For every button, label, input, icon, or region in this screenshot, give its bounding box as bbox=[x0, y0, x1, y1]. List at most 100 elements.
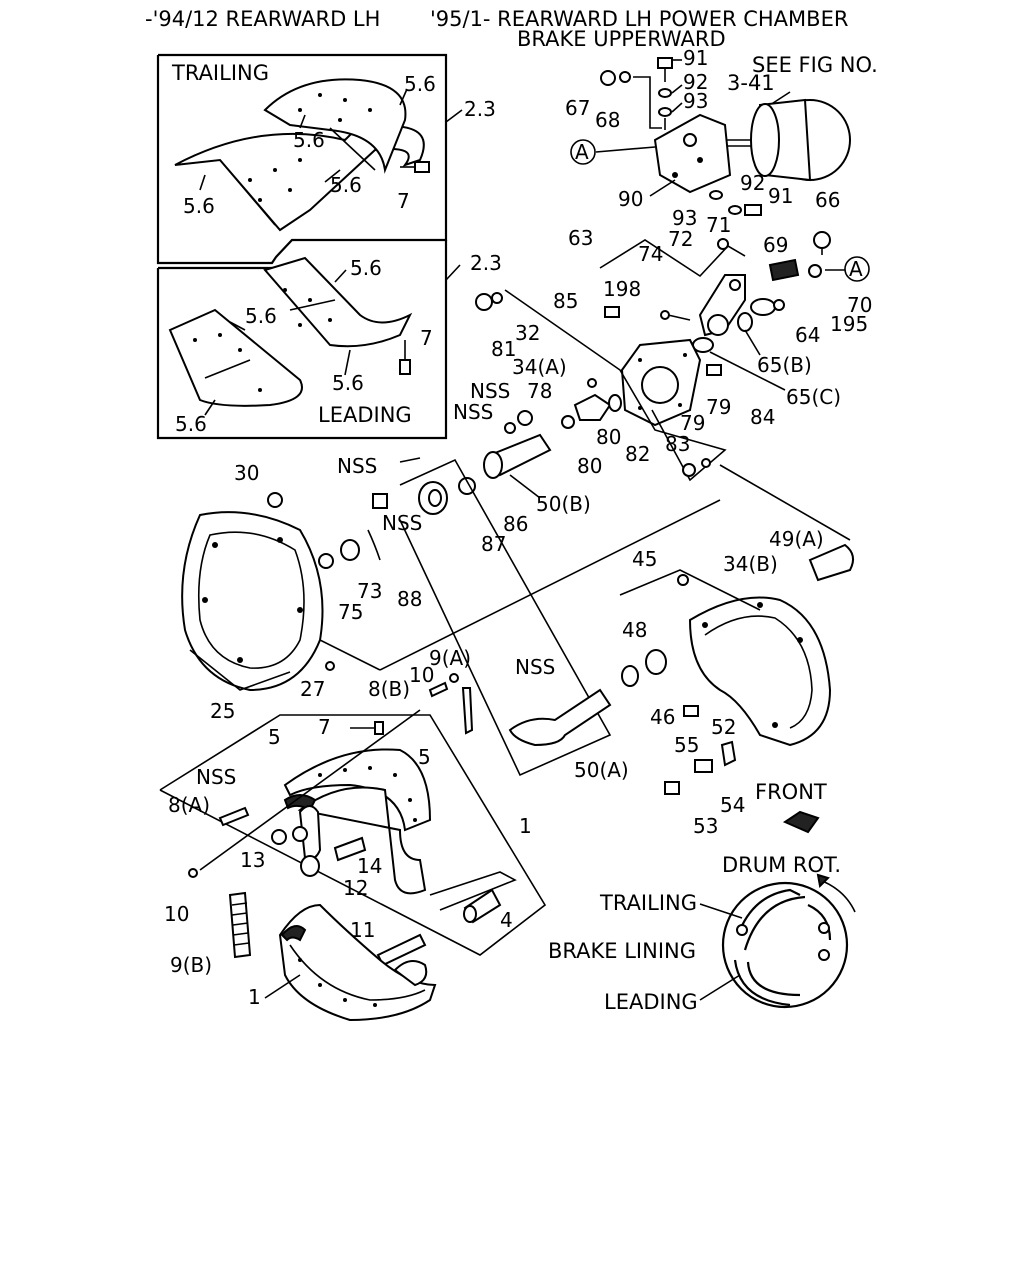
lining-shoe-trailing-right bbox=[263, 78, 407, 174]
label-66: 66 bbox=[815, 188, 840, 212]
label-5-6: 5.6 bbox=[175, 412, 207, 436]
label-75: 75 bbox=[338, 600, 363, 624]
drum-circle bbox=[721, 881, 849, 1009]
label-80: 80 bbox=[577, 454, 602, 478]
label-4: 4 bbox=[500, 908, 513, 932]
label-68: 68 bbox=[595, 108, 620, 132]
label-88: 88 bbox=[397, 587, 422, 611]
bolt-52 bbox=[683, 705, 699, 717]
label-85: 85 bbox=[553, 289, 578, 313]
label-91: 91 bbox=[683, 46, 708, 70]
bolt-91b bbox=[744, 204, 762, 216]
pin-66 bbox=[813, 231, 831, 249]
label-92: 92 bbox=[683, 70, 708, 94]
lock-54 bbox=[694, 759, 713, 773]
label-2-3-trailing: 2.3 bbox=[464, 97, 496, 121]
washer-75 bbox=[318, 553, 334, 569]
label-1: 1 bbox=[248, 985, 261, 1009]
brake-shoe-lower bbox=[278, 903, 437, 1022]
drum-rot-label: DRUM ROT. bbox=[722, 853, 841, 877]
washer-13 bbox=[271, 829, 287, 845]
camshaft-50a bbox=[508, 688, 612, 747]
label-93: 93 bbox=[683, 89, 708, 113]
pin-11 bbox=[376, 933, 427, 967]
label-10: 10 bbox=[164, 902, 189, 926]
bolt-30 bbox=[267, 492, 283, 508]
lining-shoe-trailing-left bbox=[174, 125, 425, 232]
label-nss: NSS bbox=[453, 400, 493, 424]
label-92: 92 bbox=[740, 171, 765, 195]
label-7: 7 bbox=[318, 715, 331, 739]
label-9a: 9(A) bbox=[429, 646, 471, 670]
bolt-53 bbox=[664, 781, 680, 795]
label-50a: 50(A) bbox=[574, 758, 629, 782]
label-74: 74 bbox=[638, 242, 663, 266]
label-14: 14 bbox=[357, 854, 382, 878]
front-label: FRONT bbox=[755, 780, 827, 804]
label-90: 90 bbox=[618, 187, 643, 211]
bolt-84 bbox=[706, 364, 722, 376]
label-70: 70 bbox=[847, 293, 872, 317]
label-8b: 8(B) bbox=[368, 677, 410, 701]
washer-32 bbox=[491, 292, 503, 304]
bracket-90 bbox=[653, 113, 732, 194]
label-7: 7 bbox=[420, 326, 433, 350]
label-5-6: 5.6 bbox=[293, 128, 325, 152]
washer-83 bbox=[701, 458, 711, 468]
spring-9a bbox=[461, 687, 474, 735]
label-8a: 8(A) bbox=[168, 793, 210, 817]
label-27: 27 bbox=[300, 677, 325, 701]
label-82: 82 bbox=[625, 442, 650, 466]
inset-trailing: TRAILING 5.6 5.6 5.6 5.6 7 2.3 bbox=[156, 53, 496, 265]
label-195: 195 bbox=[830, 312, 868, 336]
label-nss: NSS bbox=[515, 655, 555, 679]
spring-9b bbox=[228, 891, 252, 959]
camshaft-assembly: NSS NSS 86 87 50(B) 49(A) 30 73 75 88 27… bbox=[181, 415, 855, 838]
label-45: 45 bbox=[632, 547, 657, 571]
label-64: 64 bbox=[795, 323, 820, 347]
circle-label-a: A bbox=[849, 257, 863, 281]
roller-12 bbox=[300, 855, 320, 877]
label-79: 79 bbox=[680, 411, 705, 435]
lining-shoe-leading-right bbox=[263, 256, 413, 348]
nut-67 bbox=[600, 70, 616, 86]
label-13: 13 bbox=[240, 848, 265, 872]
bolt-7 bbox=[374, 721, 384, 735]
front-arrow-icon bbox=[782, 810, 820, 834]
nut-82 bbox=[682, 463, 696, 477]
label-1: 1 bbox=[519, 814, 532, 838]
label-10: 10 bbox=[409, 663, 434, 687]
header-right-title-line1: '95/1- REARWARD LH POWER CHAMBER bbox=[430, 7, 848, 31]
label-2-3-leading: 2.3 bbox=[470, 251, 502, 275]
gear-78 bbox=[573, 393, 612, 421]
inset-trailing-title: TRAILING bbox=[171, 61, 269, 85]
label-5-6: 5.6 bbox=[332, 371, 364, 395]
label-50b: 50(B) bbox=[536, 492, 591, 516]
seal-48 bbox=[645, 649, 667, 675]
label-80: 80 bbox=[596, 425, 621, 449]
label-12: 12 bbox=[343, 876, 368, 900]
label-83: 83 bbox=[665, 432, 690, 456]
label-52: 52 bbox=[711, 715, 736, 739]
label-49a: 49(A) bbox=[769, 527, 824, 551]
label-79: 79 bbox=[706, 395, 731, 419]
see-fig-number: 3-41 bbox=[727, 71, 775, 95]
bolt-85 bbox=[604, 306, 620, 318]
label-67: 67 bbox=[565, 96, 590, 120]
label-7: 7 bbox=[397, 189, 410, 213]
power-chamber-assembly: SEE FIG NO. 3-41 A A 67 68 91 92 bbox=[453, 46, 878, 482]
label-55: 55 bbox=[674, 733, 699, 757]
leading-label: LEADING bbox=[604, 990, 698, 1014]
brake-lining-label: BRAKE LINING bbox=[548, 939, 696, 963]
label-65c: 65(C) bbox=[786, 385, 841, 409]
plate-55 bbox=[720, 740, 737, 767]
bolt-nss bbox=[372, 493, 388, 509]
washer-68 bbox=[619, 71, 631, 83]
rotation-arrow-icon bbox=[819, 879, 856, 913]
label-5-6: 5.6 bbox=[350, 256, 382, 280]
label-nss: NSS bbox=[196, 765, 236, 789]
nut-81 bbox=[475, 293, 493, 311]
label-nss: NSS bbox=[470, 379, 510, 403]
trailing-label: TRAILING bbox=[599, 891, 697, 915]
